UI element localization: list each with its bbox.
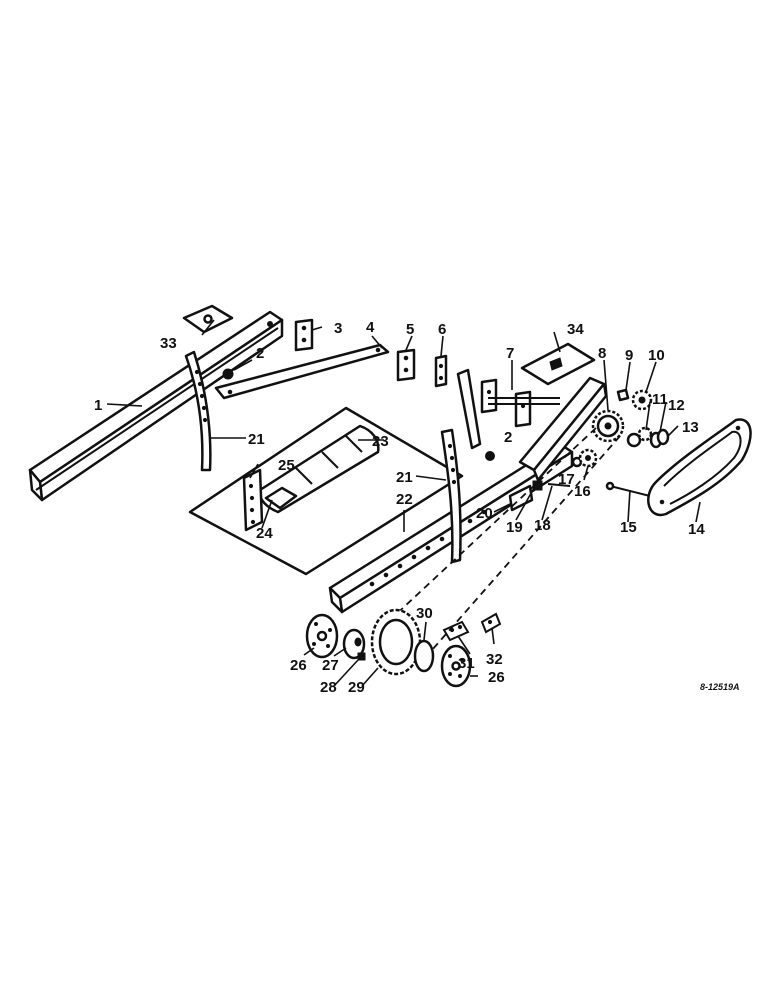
callout-8: 8 (598, 345, 606, 362)
part-11-washer (626, 432, 642, 448)
part-34-plate (520, 342, 596, 386)
callout-22: 22 (396, 491, 413, 508)
drawing-number: 8-12519A (700, 682, 740, 692)
callout-1: 1 (94, 397, 102, 414)
callout-29: 29 (348, 679, 365, 696)
callout-26-left: 26 (290, 657, 307, 674)
part-5-plate (396, 348, 416, 382)
callout-17: 17 (558, 471, 575, 488)
part-12-sprocket (637, 426, 653, 442)
callout-32: 32 (486, 651, 503, 668)
part-28-nut (357, 652, 366, 661)
part-21-left-bracket (184, 350, 212, 472)
part-2-bolt-left (222, 368, 234, 380)
callout-7: 7 (506, 345, 514, 362)
callout-23: 23 (372, 433, 389, 450)
callout-33: 33 (160, 335, 177, 352)
callout-26-right: 26 (488, 669, 505, 686)
part-15-shaft (605, 481, 651, 497)
callout-31: 31 (458, 655, 475, 672)
part-26-flange-right (440, 644, 472, 688)
callout-13: 13 (682, 419, 699, 436)
part-23-24-25-shield-assembly (188, 406, 464, 576)
part-29-large-sprocket (370, 608, 422, 676)
callout-20: 20 (476, 505, 493, 522)
part-2-bolt-right (485, 451, 495, 461)
part-16-sprocket (578, 448, 598, 468)
part-33-plate (182, 304, 234, 334)
callout-21-left: 21 (248, 431, 265, 448)
callout-18: 18 (534, 517, 551, 534)
callout-15: 15 (620, 519, 637, 536)
part-27-hub (342, 628, 366, 660)
part-10-sprocket (631, 389, 653, 411)
callout-27: 27 (322, 657, 339, 674)
callout-24: 24 (256, 525, 273, 542)
leader-lines (106, 319, 701, 687)
callout-4: 4 (366, 319, 375, 336)
part-6-plate (434, 354, 448, 388)
part-4-strap (214, 343, 390, 400)
part-8-sprocket (591, 409, 625, 443)
drive-chain-path (389, 427, 621, 651)
callout-19: 19 (506, 519, 523, 536)
callout-11: 11 (652, 391, 668, 408)
part-1-channel-frame (28, 310, 284, 502)
part-9-collar (616, 388, 630, 402)
callout-2-left: 2 (256, 345, 264, 362)
callout-9: 9 (625, 347, 633, 364)
callout-21-right: 21 (396, 469, 413, 486)
part-26-flange-left (305, 613, 339, 659)
part-31-chain (442, 620, 470, 642)
callout-6: 6 (438, 321, 446, 338)
part-32-chain-link (480, 612, 502, 634)
callout-5: 5 (406, 321, 414, 338)
callout-2-right: 2 (504, 429, 512, 446)
callout-14: 14 (688, 521, 705, 538)
part-3-bracket (294, 318, 314, 352)
callout-25: 25 (278, 457, 295, 474)
callout-16: 16 (574, 483, 591, 500)
part-7-bracket (480, 378, 560, 428)
part-14-chain-guard (647, 418, 752, 517)
part-13-bushing (649, 428, 670, 449)
callout-28: 28 (320, 679, 337, 696)
callout-34: 34 (567, 321, 584, 338)
part-18-pin (547, 483, 571, 487)
callout-labels: 1 33 2 3 4 5 6 34 7 8 9 10 11 12 13 21 2… (94, 319, 705, 696)
callout-10: 10 (648, 347, 665, 364)
callout-30: 30 (416, 605, 433, 622)
part-30-ring (413, 639, 435, 673)
callout-3: 3 (334, 320, 342, 337)
callout-12: 12 (668, 397, 685, 414)
